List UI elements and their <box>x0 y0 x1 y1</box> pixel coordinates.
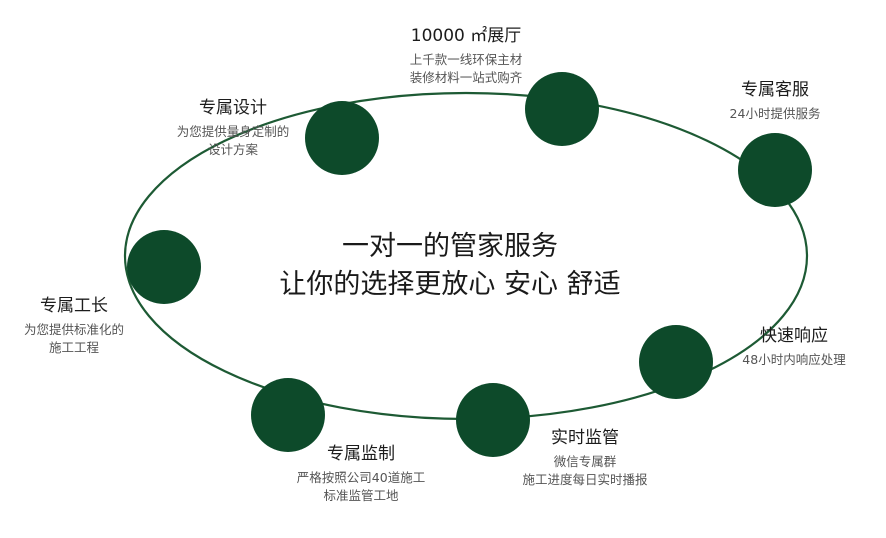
label-customer-service: 专属客服 24小时提供服务 <box>710 82 840 123</box>
label-dedicated-supervision-desc-1: 严格按照公司40道施工 <box>296 470 426 485</box>
label-realtime-supervision-desc-1: 微信专属群 <box>553 454 617 469</box>
label-quick-response-title: 快速响应 <box>760 326 828 346</box>
center-headline-line-1: 一对一的管家服务 <box>342 231 558 262</box>
label-quick-response-desc-1: 48小时内响应处理 <box>742 352 846 367</box>
node-circle-customer-service <box>738 133 812 207</box>
label-realtime-supervision-desc-2: 施工进度每日实时播报 <box>522 472 648 487</box>
label-foreman-desc-1: 为您提供标准化的 <box>23 322 124 337</box>
node-circle-design <box>305 101 379 175</box>
label-foreman-desc-2: 施工工程 <box>48 340 99 355</box>
label-design: 专属设计 为您提供量身定制的 设计方案 <box>163 100 303 159</box>
label-dedicated-supervision: 专属监制 严格按照公司40道施工 标准监管工地 <box>286 446 436 505</box>
node-circle-foreman <box>127 230 201 304</box>
label-customer-service-desc-1: 24小时提供服务 <box>729 106 821 121</box>
center-headline: 一对一的管家服务 让你的选择更放心 安心 舒适 <box>250 228 650 304</box>
node-circle-quick-response <box>639 325 713 399</box>
label-quick-response: 快速响应 48小时内响应处理 <box>724 328 864 369</box>
label-foreman-title: 专属工长 <box>40 296 108 316</box>
label-design-title: 专属设计 <box>199 98 267 118</box>
label-foreman: 专属工长 为您提供标准化的 施工工程 <box>14 298 134 357</box>
label-showroom-desc-1: 上千款一线环保主材 <box>409 52 523 67</box>
label-showroom: 10000 ㎡展厅 上千款一线环保主材 装修材料一站式购齐 <box>381 28 551 87</box>
node-circle-realtime-supervision <box>456 383 530 457</box>
label-realtime-supervision-title: 实时监管 <box>551 428 619 448</box>
label-dedicated-supervision-desc-2: 标准监管工地 <box>323 488 399 503</box>
label-dedicated-supervision-title: 专属监制 <box>327 444 395 464</box>
center-headline-line-2: 让你的选择更放心 安心 舒适 <box>279 269 621 300</box>
label-showroom-title: 10000 ㎡展厅 <box>410 26 522 46</box>
label-realtime-supervision: 实时监管 微信专属群 施工进度每日实时播报 <box>510 430 660 489</box>
label-customer-service-title: 专属客服 <box>741 80 809 100</box>
label-design-desc-2: 设计方案 <box>207 142 258 157</box>
label-design-desc-1: 为您提供量身定制的 <box>176 124 290 139</box>
node-circle-showroom <box>525 72 599 146</box>
label-showroom-desc-2: 装修材料一站式购齐 <box>409 70 523 85</box>
node-circle-dedicated-supervision <box>251 378 325 452</box>
